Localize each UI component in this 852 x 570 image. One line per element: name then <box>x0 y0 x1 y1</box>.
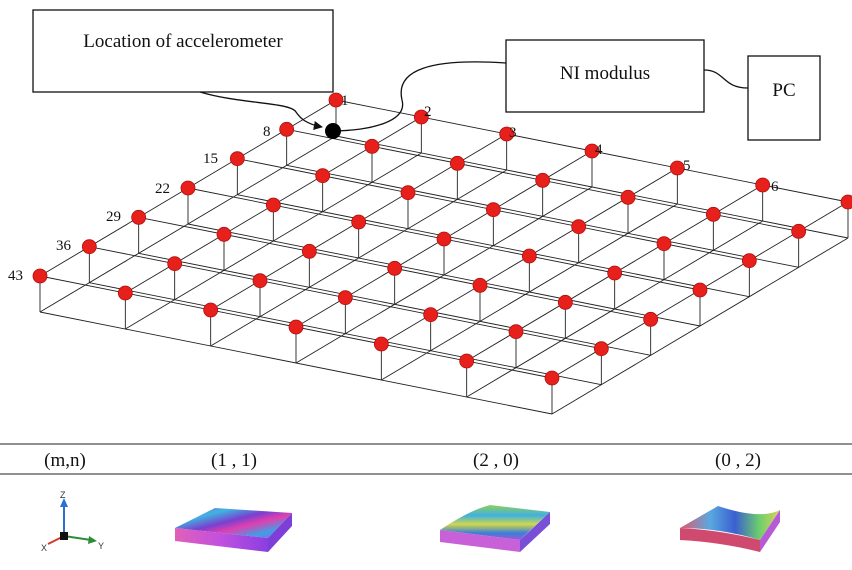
pc-label: PC <box>772 80 795 101</box>
measurement-node <box>669 160 685 176</box>
sensor-cable <box>335 61 507 132</box>
measurement-node <box>180 180 196 196</box>
x-axis-label: X <box>41 543 47 553</box>
mode-shape-1-1 <box>175 508 292 552</box>
measurement-node <box>387 260 403 276</box>
measurement-points <box>32 92 852 386</box>
measurement-node <box>593 341 609 357</box>
y-axis-label: Y <box>98 541 104 551</box>
mode-shape-2-0 <box>440 505 550 552</box>
measurement-node <box>692 282 708 298</box>
y-axis-arrow <box>88 536 97 544</box>
measurement-node <box>229 151 245 167</box>
measurement-node <box>328 92 344 108</box>
measurement-node <box>400 185 416 201</box>
measurement-node <box>413 109 429 125</box>
mode-2-0-side <box>520 512 550 552</box>
node-label-29: 29 <box>106 209 121 225</box>
axis-triad: Z X Y <box>41 490 104 553</box>
measurement-node <box>32 268 48 284</box>
measurement-node <box>288 319 304 335</box>
header-mode: (m,n) <box>44 450 86 471</box>
measurement-node <box>535 172 551 188</box>
node-label-22: 22 <box>155 181 170 197</box>
measurement-node <box>301 243 317 259</box>
measurement-node <box>265 197 281 213</box>
measurement-node <box>607 265 623 281</box>
measurement-node <box>705 206 721 222</box>
z-axis-arrow <box>60 498 68 507</box>
node-label-43: 43 <box>8 268 23 284</box>
mode-1-1-front <box>175 528 268 552</box>
measurement-node <box>544 370 560 386</box>
accelerometer-box <box>32 9 334 93</box>
measurement-node <box>117 285 133 301</box>
pc-box <box>747 55 821 141</box>
node-label-8: 8 <box>263 124 271 140</box>
measurement-node <box>252 273 268 289</box>
ni-modulus-label: NI modulus <box>560 63 650 84</box>
measurement-node <box>449 155 465 171</box>
location-arrow <box>199 91 323 130</box>
measurement-node <box>351 214 367 230</box>
header-mode-1-1: (1 , 1) <box>211 450 257 471</box>
node-label-6: 6 <box>771 179 779 195</box>
measurement-node <box>131 209 147 225</box>
measurement-node <box>571 219 587 235</box>
mode-0-2-side <box>760 510 780 552</box>
ni-modulus-box <box>505 39 705 113</box>
header-mode-2-0: (2 , 0) <box>473 450 519 471</box>
measurement-node <box>656 236 672 252</box>
mode-shape-0-2 <box>680 506 780 552</box>
measurement-node <box>840 194 852 210</box>
mode-0-2-top <box>680 506 780 540</box>
node-label-4: 4 <box>595 142 603 158</box>
mode-1-1-top <box>175 508 292 538</box>
measurement-node <box>557 294 573 310</box>
measurement-node <box>508 324 524 340</box>
measurement-node <box>459 353 475 369</box>
measurement-node <box>584 143 600 159</box>
measurement-node <box>791 223 807 239</box>
measurement-node <box>499 126 515 142</box>
node-label-3: 3 <box>509 125 517 141</box>
measurement-node <box>423 307 439 323</box>
measurement-node <box>620 189 636 205</box>
mode-1-1-side <box>268 513 292 552</box>
measurement-node <box>279 121 295 137</box>
mode-2-0-top <box>440 505 550 540</box>
z-axis-label: Z <box>60 490 66 500</box>
node-label-36: 36 <box>56 238 72 254</box>
measurement-node <box>485 202 501 218</box>
measurement-node <box>373 336 389 352</box>
plate-verticals <box>39 100 849 414</box>
node-label-15: 15 <box>203 151 218 167</box>
measurement-node <box>216 226 232 242</box>
mode-2-0-front <box>440 530 520 552</box>
measurement-node <box>315 168 331 184</box>
measurement-node <box>741 253 757 269</box>
ni-to-pc-cable <box>703 69 749 89</box>
measurement-node <box>167 256 183 272</box>
accelerometer-marker <box>325 123 341 139</box>
measurement-node <box>521 248 537 264</box>
node-label-5: 5 <box>683 158 691 174</box>
node-label-2: 2 <box>424 104 432 120</box>
node-label-1: 1 <box>341 93 349 109</box>
measurement-node <box>755 177 771 193</box>
axis-origin <box>60 532 68 540</box>
header-mode-0-2: (0 , 2) <box>715 450 761 471</box>
measurement-node <box>81 239 97 255</box>
measurement-node <box>472 277 488 293</box>
accelerometer-box-label: Location of accelerometer <box>83 31 283 52</box>
measurement-node <box>203 302 219 318</box>
measurement-node <box>643 311 659 327</box>
measurement-node <box>337 290 353 306</box>
measurement-node <box>364 138 380 154</box>
y-axis-line <box>63 535 92 541</box>
measurement-node <box>436 231 452 247</box>
mode-0-2-front <box>680 528 760 552</box>
